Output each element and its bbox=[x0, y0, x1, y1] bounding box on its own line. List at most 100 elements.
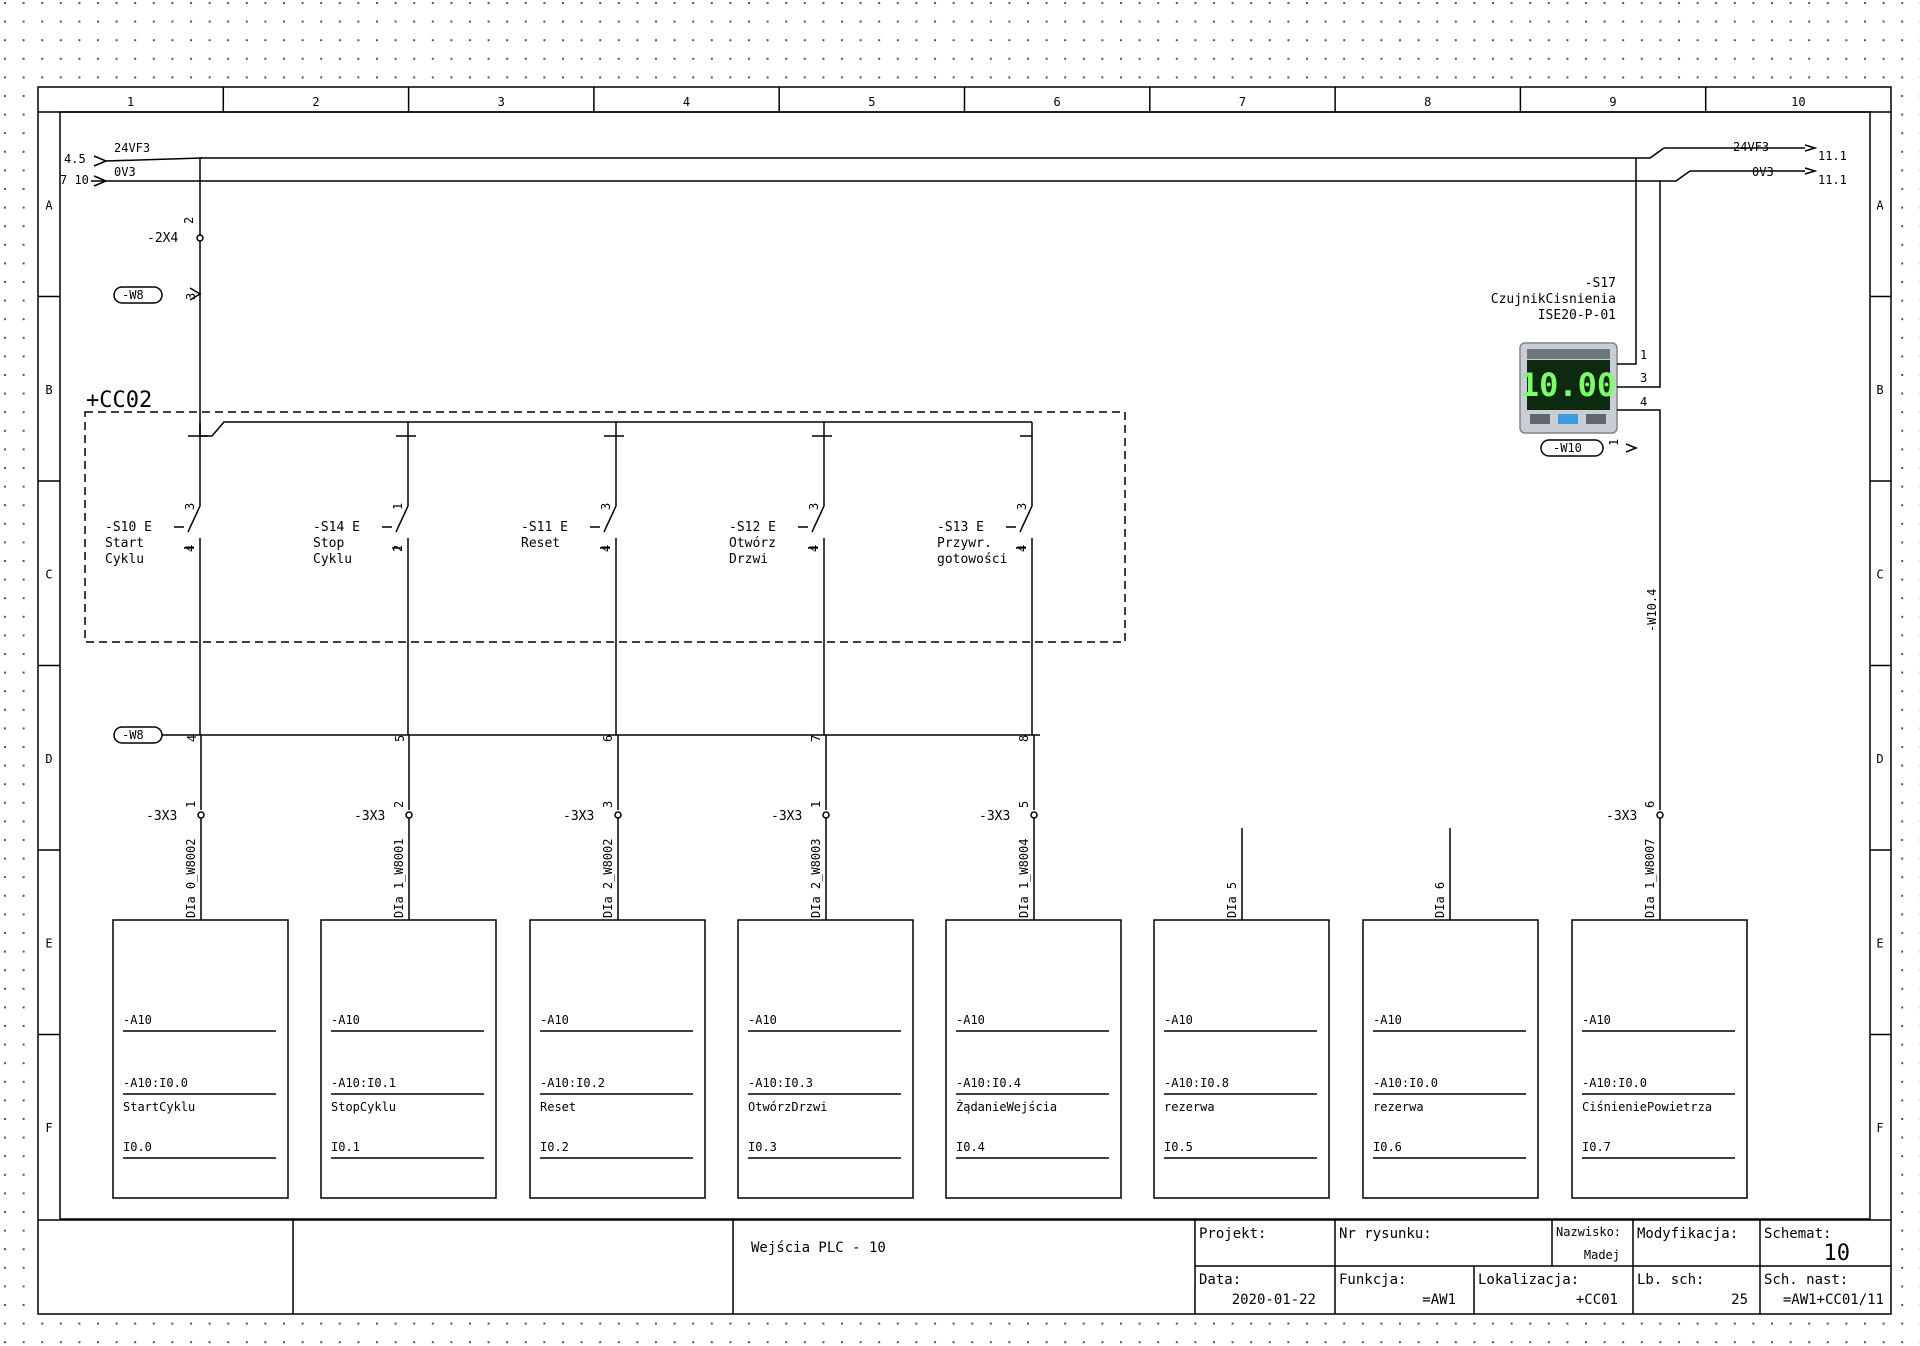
rail-name-top-right: 24VF3 bbox=[1733, 140, 1769, 154]
switch-w8-pin: 8 bbox=[1017, 735, 1031, 742]
switch-pin-top: 3 bbox=[1015, 503, 1029, 510]
sensor-wire-top: -W10.4 bbox=[1645, 589, 1659, 632]
lb-sch-value: 25 bbox=[1731, 1292, 1748, 1308]
switch-contact bbox=[603, 436, 617, 533]
plc-signal-name: rezerwa bbox=[1373, 1100, 1424, 1114]
rail-name-top-left: 24VF3 bbox=[114, 141, 150, 155]
terminal-x3-dot bbox=[1030, 811, 1038, 819]
switch-line1: Start bbox=[105, 536, 144, 551]
switch-tag: -S13 E bbox=[937, 520, 984, 535]
terminal-x3-dot bbox=[614, 811, 622, 819]
switch-line2: gotowości bbox=[937, 552, 1007, 567]
sheet-frame bbox=[37, 86, 1892, 1315]
sensor-display bbox=[1527, 360, 1610, 410]
plc-input-box bbox=[737, 919, 914, 1199]
svg-text:4: 4 bbox=[1640, 395, 1647, 409]
rail-ref-bottom-right: 11.1 bbox=[1818, 173, 1847, 187]
plc-address: -A10:I0.4 bbox=[956, 1076, 1021, 1090]
plc-io-address: I0.7 bbox=[1582, 1140, 1611, 1154]
plc-signal-name: Reset bbox=[540, 1100, 576, 1114]
svg-text:CzujnikCisnienia: CzujnikCisnienia bbox=[1491, 292, 1616, 307]
plc-address: -A10:I0.8 bbox=[1164, 1076, 1229, 1090]
nazwisko-value: Madej bbox=[1584, 1248, 1620, 1262]
svg-text:1: 1 bbox=[1640, 348, 1647, 362]
switch-tag: -S14 E bbox=[313, 520, 360, 535]
terminal-x3-pin: 2 bbox=[392, 801, 406, 808]
column-label-3: 3 bbox=[498, 95, 505, 109]
plc-address: -A10:I0.1 bbox=[331, 1076, 396, 1090]
lokalizacja-label: Lokalizacja: bbox=[1478, 1272, 1579, 1288]
row-label-right-E: E bbox=[1876, 936, 1883, 950]
row-label-right-B: B bbox=[1876, 383, 1883, 397]
rail-ref-top-left: 4.5 bbox=[64, 152, 86, 166]
switch-pin-top: 3 bbox=[599, 503, 613, 510]
switch-contact bbox=[395, 436, 409, 533]
column-label-7: 7 bbox=[1239, 95, 1246, 109]
svg-text:3: 3 bbox=[1640, 371, 1647, 385]
switch-contact bbox=[187, 436, 201, 533]
row-label-left-B: B bbox=[45, 383, 52, 397]
wire-label: DIa 2_W8002 bbox=[601, 839, 615, 918]
switch-feed-join bbox=[812, 422, 825, 437]
plc-device: -A10 bbox=[1164, 1013, 1193, 1027]
data-value: 2020-01-22 bbox=[1232, 1292, 1316, 1308]
wire-label: DIa 1_W8004 bbox=[1017, 839, 1031, 918]
modyfikacja-label: Modyfikacja: bbox=[1637, 1226, 1738, 1242]
plc-device: -A10 bbox=[1582, 1013, 1611, 1027]
switch-line1: Stop bbox=[313, 536, 344, 551]
row-label-right-F: F bbox=[1876, 1121, 1883, 1135]
nr-rysunku-label: Nr rysunku: bbox=[1339, 1226, 1432, 1242]
plc-input-box bbox=[1362, 919, 1539, 1199]
switch-contact bbox=[811, 436, 825, 533]
row-label-left-C: C bbox=[45, 567, 52, 581]
plc-io-address: I0.2 bbox=[540, 1140, 569, 1154]
plc-signal-name: CiśnieniePowietrza bbox=[1582, 1100, 1712, 1114]
plc-io-address: I0.1 bbox=[331, 1140, 360, 1154]
terminal-x3-label: -3X3 bbox=[771, 809, 802, 824]
plc-io-address: I0.4 bbox=[956, 1140, 985, 1154]
sensor-terminal-pin: 6 bbox=[1643, 801, 1657, 808]
funkcja-value: =AW1 bbox=[1422, 1292, 1456, 1308]
pressure-sensor: -S17 CzujnikCisnienia ISE20-P-01 10.00 1… bbox=[1491, 158, 1664, 920]
plc-input-box bbox=[112, 919, 289, 1199]
cable-w8-top: -W8 3 bbox=[113, 286, 198, 304]
svg-text:-W8: -W8 bbox=[122, 728, 144, 742]
switch-line2: Drzwi bbox=[729, 552, 768, 567]
plc-address: -A10:I0.0 bbox=[1582, 1076, 1647, 1090]
plc-device: -A10 bbox=[748, 1013, 777, 1027]
switch-pin-bottom: 4 bbox=[183, 545, 197, 552]
sensor-wire-label: DIa 1_W8007 bbox=[1643, 839, 1657, 918]
schemat-value: 10 bbox=[1824, 1241, 1851, 1266]
plc-signal-name: ŻądanieWejścia bbox=[956, 1099, 1057, 1114]
svg-text:-W10: -W10 bbox=[1553, 441, 1582, 455]
sensor-button-left bbox=[1530, 414, 1550, 424]
plc-io-address: I0.5 bbox=[1164, 1140, 1193, 1154]
switch-feed-join bbox=[604, 422, 617, 437]
switch-line1: Reset bbox=[521, 536, 560, 551]
plc-device: -A10 bbox=[331, 1013, 360, 1027]
nazwisko-label: Nazwisko: bbox=[1556, 1225, 1621, 1239]
column-label-1: 1 bbox=[127, 95, 134, 109]
plc-signal-name: StartCyklu bbox=[123, 1100, 195, 1114]
plc-signal-name: rezerwa bbox=[1164, 1100, 1215, 1114]
column-label-6: 6 bbox=[1054, 95, 1061, 109]
terminal-x3-dot bbox=[197, 811, 205, 819]
row-label-left-D: D bbox=[45, 752, 52, 766]
switch-pin-bottom: 4 bbox=[1015, 545, 1029, 552]
sensor-button-right bbox=[1586, 414, 1606, 424]
plc-signal-name: StopCyklu bbox=[331, 1100, 396, 1114]
plc-address: -A10:I0.3 bbox=[748, 1076, 813, 1090]
plc-input-box bbox=[529, 919, 706, 1199]
switch-w8-pin: 7 bbox=[809, 735, 823, 742]
terminal-x3-label: -3X3 bbox=[563, 809, 594, 824]
